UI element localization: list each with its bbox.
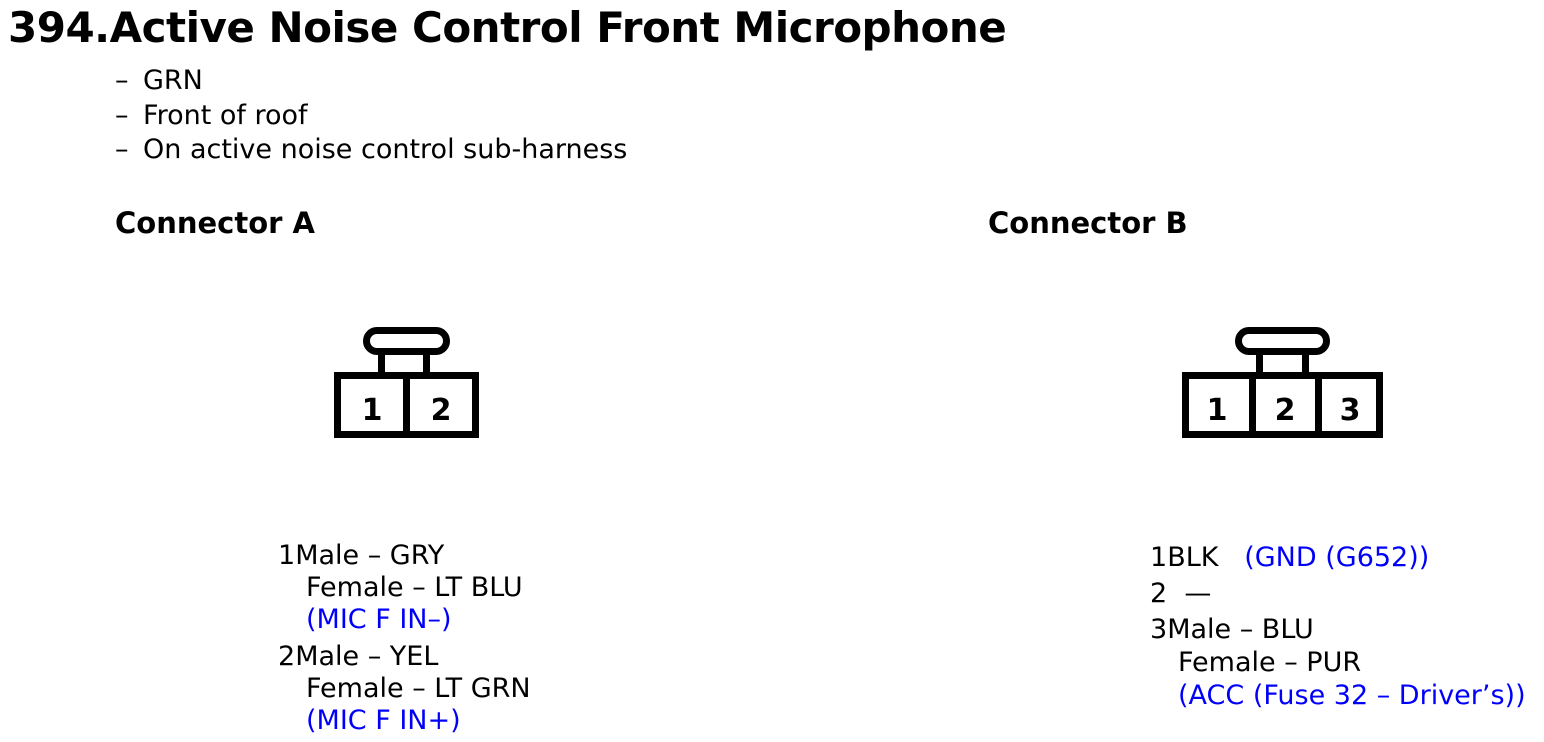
pin-entry: 1BLK (GND (G652)) [1150,541,1526,574]
pin-number: 1 [1150,542,1168,573]
pin-signal-text: (MIC F IN+) [306,705,461,736]
page-title: 394.Active Noise Control Front Microphon… [8,3,1007,52]
pin-first-line: 1Male – GRY [278,540,531,572]
note-item: –GRN [115,64,627,99]
cavity-number: 3 [1340,393,1361,428]
pin-first-line: 2Male – YEL [278,641,531,673]
pin-detail-line: (MIC F IN–) [278,604,531,636]
cavity-number: 1 [362,393,383,428]
pin-number: 1 [278,540,296,571]
pin-first-line: 3Male – BLU [1150,613,1526,646]
connector-a-heading: Connector A [115,206,315,240]
pin-wire-text: BLK [1167,542,1219,573]
pin-entry: 2 — [1150,577,1526,610]
pin-first-line: 2 — [1150,577,1526,610]
pin-signal-text: (GND (G652)) [1218,542,1430,573]
cavity-number: 2 [1275,393,1296,428]
pin-first-line: 1BLK (GND (G652)) [1150,541,1526,574]
note-bullet-dash: – [115,65,129,96]
pin-wire-text: Male – YEL [295,641,439,672]
cavity-box [1182,372,1383,438]
pin-number: 3 [1150,614,1168,645]
pin-detail-line: (MIC F IN+) [278,705,531,737]
cavity-number: 1 [1207,393,1228,428]
pin-wire-text: Female – LT BLU [306,572,523,603]
pin-wire-text: Male – BLU [1167,614,1314,645]
connector-clip-icon [363,327,450,355]
pin-detail-line: Female – PUR [1150,646,1526,679]
pin-wire-text: — [1167,578,1212,609]
connector-b-heading: Connector B [988,206,1188,240]
pin-detail-line: Female – LT BLU [278,572,531,604]
note-text: Front of roof [143,99,308,131]
note-bullet-dash: – [115,134,129,165]
note-bullet-dash: – [115,99,129,131]
pin-number: 2 [278,641,296,672]
note-item: –On active noise control sub-harness [115,133,627,168]
note-text: On active noise control sub-harness [143,134,628,165]
pin-wire-text: Male – GRY [295,540,445,571]
connector-clip-icon [1235,327,1330,355]
note-item: –Front of roof [115,99,627,134]
pin-wire-text: Female – PUR [1178,647,1362,678]
cavity-number: 2 [431,393,452,428]
note-text: GRN [143,65,203,96]
connector-b-pinout-drawing: 1 2 3 [1182,327,1383,438]
pin-detail-line: Female – LT GRN [278,673,531,705]
cavity-divider [1249,372,1322,438]
pin-wire-text: Female – LT GRN [306,673,531,704]
pin-signal-text: (MIC F IN–) [306,604,452,635]
pin-detail-line: (ACC (Fuse 32 – Driver’s)) [1150,679,1526,712]
pin-signal-text: (ACC (Fuse 32 – Driver’s)) [1178,680,1526,711]
pin-number: 2 [1150,578,1168,609]
connector-a-pinout-drawing: 1 2 [334,327,479,438]
component-notes-list: –GRN–Front of roof–On active noise contr… [115,64,627,168]
